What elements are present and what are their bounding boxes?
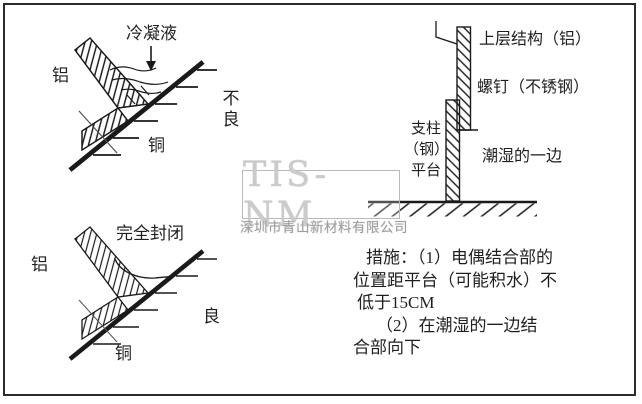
condensate-liquid-lines	[109, 66, 169, 105]
condensate-bad-joint-drawing	[70, 38, 217, 170]
measures-line: （2）在潮湿的一边结	[376, 315, 538, 335]
condensate-label: 冷凝液	[126, 24, 177, 43]
platform-ground-hatch	[368, 203, 537, 217]
watermark-logo-box: TIS-NM	[242, 155, 400, 235]
down-arrow-icon	[146, 46, 156, 71]
watermark-company-name: 深圳市青山新材料有限公司	[240, 220, 408, 235]
pillar-label-line1: 支柱	[410, 121, 441, 137]
copper-label-top: 铜	[148, 136, 165, 155]
aluminum-label-top: 铝	[52, 66, 69, 85]
sealed-good-joint-drawing	[70, 227, 217, 359]
measures-text-block: 措施：（1）电偶结合部的 位置距平台（可能积水）不 低于15CM （2）在潮湿的…	[353, 247, 589, 360]
outer-frame	[3, 3, 636, 396]
sealant-curve	[114, 258, 173, 279]
measures-line: 合部向下	[353, 338, 421, 358]
wet-side-label: 潮湿的一边	[482, 148, 563, 165]
aluminum-label-bottom: 铝	[31, 255, 48, 274]
verdict-bad-label: 不良	[219, 89, 239, 131]
measures-line: 位置距平台（可能积水）不	[353, 270, 557, 290]
measures-line: 低于15CM	[357, 293, 435, 313]
platform-structure-drawing	[368, 21, 537, 217]
measures-line: 措施：（1）电偶结合部的	[366, 248, 553, 267]
verdict-good-label: 良	[203, 307, 220, 326]
pillar-platform-label: 支柱 （钢） 平台	[404, 119, 450, 182]
aluminum-structure-bar	[456, 26, 472, 131]
copper-label-bottom: 铜	[115, 344, 132, 363]
upper-structure-label: 上层结构（铝）	[479, 31, 592, 48]
screw-label: 螺钉（不锈钢）	[477, 79, 590, 96]
fully-sealed-label: 完全封闭	[116, 224, 184, 243]
pillar-label-line2: （钢）	[404, 142, 450, 158]
watermark-logo-text: TIS-NM	[243, 154, 330, 235]
pillar-label-line3: 平台	[410, 163, 441, 179]
